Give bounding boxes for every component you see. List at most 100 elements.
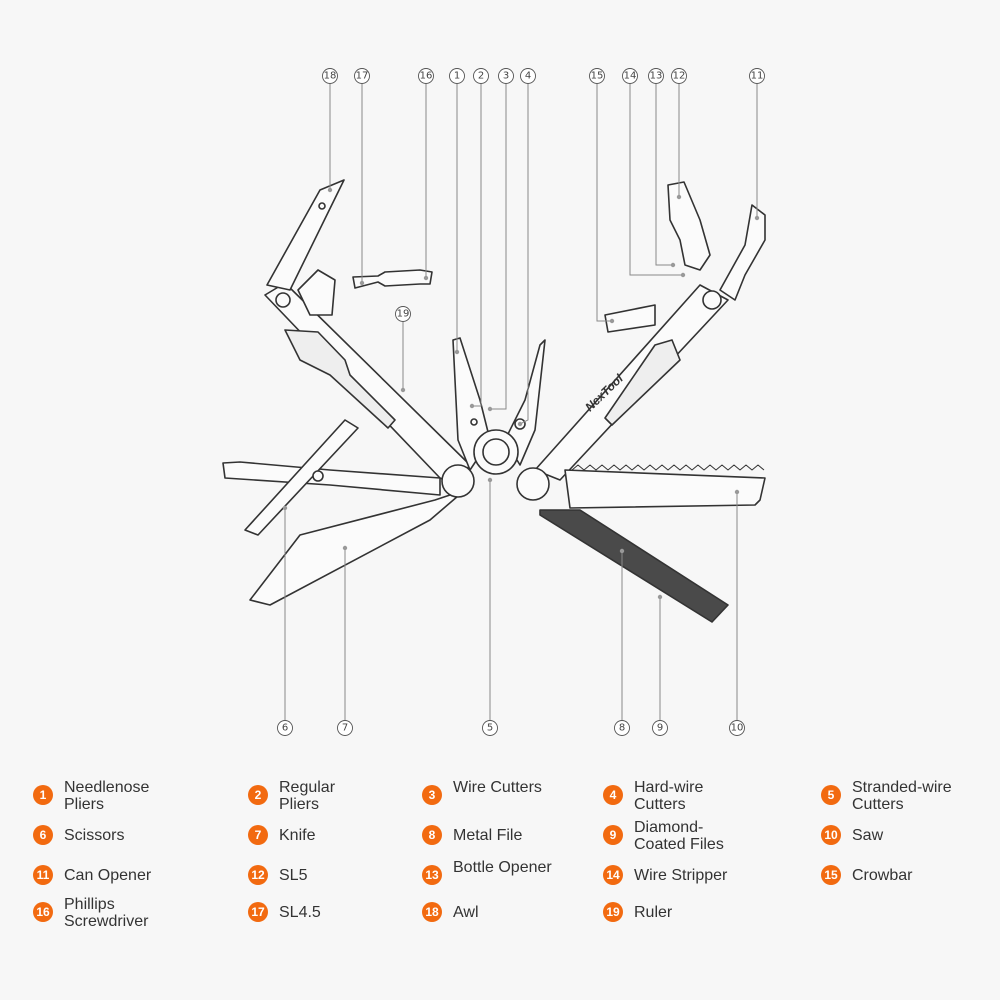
number-badge: 14 [603, 865, 623, 885]
callout-19: 19 [395, 306, 411, 322]
number-badge: 9 [603, 825, 623, 845]
right-handle-inlay [604, 339, 681, 426]
legend-label: Hard-wire Cutters [634, 779, 704, 813]
number-badge: 2 [248, 785, 268, 805]
awl-tool [266, 179, 345, 291]
number-badge: 7 [248, 825, 268, 845]
legend-label: Crowbar [852, 867, 913, 884]
legend-label: SL4.5 [279, 904, 321, 921]
anchor-dot-2 [469, 403, 475, 409]
callout-number: 17 [356, 71, 369, 82]
callout-number: 18 [324, 71, 337, 82]
callout-number: 10 [731, 723, 744, 734]
legend-item: 13 Bottle Opener [422, 859, 553, 885]
number-badge: 12 [248, 865, 268, 885]
legend-item: 12 SL5 [248, 859, 459, 885]
anchor-dot-17 [359, 280, 365, 286]
legend-item: 11 Can Opener [33, 859, 244, 885]
callout-number: 19 [397, 309, 410, 320]
anchor-dot-3 [487, 406, 493, 412]
legend-label: Phillips Screwdriver [64, 896, 149, 930]
anchor-dot-18 [327, 187, 333, 193]
callout-10: 10 [729, 720, 745, 736]
legend-item: 19 Ruler [603, 896, 814, 922]
number-badge: 5 [821, 785, 841, 805]
screwdriver-bit [352, 269, 433, 289]
number-badge: 4 [603, 785, 623, 805]
anchor-dot-19 [400, 387, 406, 393]
legend-label: Can Opener [64, 867, 152, 884]
scissors [222, 461, 441, 496]
anchor-dot-16 [423, 275, 429, 281]
legend-item: 3 Wire Cutters [422, 779, 553, 805]
legend-item: 9 Diamond-Coated Files [603, 819, 729, 853]
legend-label: Diamond-Coated Files [634, 819, 724, 853]
anchor-dot-13 [670, 262, 676, 268]
legend-label: Wire Cutters [453, 779, 542, 796]
anchor-dot-7 [342, 545, 348, 551]
callout-number: 3 [503, 71, 509, 82]
callout-18: 18 [322, 68, 338, 84]
saw-blade [564, 469, 766, 509]
anchor-dot-4 [517, 421, 523, 427]
legend-item: 6 Scissors [33, 819, 244, 845]
legend-label: Scissors [64, 827, 125, 844]
number-badge: 10 [821, 825, 841, 845]
leader-lines [282, 84, 760, 720]
callout-number: 1 [454, 71, 460, 82]
legend-label: Ruler [634, 904, 673, 921]
number-badge: 17 [248, 902, 268, 922]
number-badge: 6 [33, 825, 53, 845]
legend-item: 4 Hard-wire Cutters [603, 779, 744, 813]
anchor-dot-12 [676, 194, 682, 200]
callout-number: 5 [487, 723, 493, 734]
anchor-dot-6 [282, 505, 288, 511]
callout-9: 9 [652, 720, 668, 736]
legend-item: 10 Saw [821, 819, 1000, 845]
callout-1: 1 [449, 68, 465, 84]
callout-17: 17 [354, 68, 370, 84]
callout-number: 13 [650, 71, 663, 82]
callout-12: 12 [671, 68, 687, 84]
callout-number: 8 [619, 723, 625, 734]
number-badge: 16 [33, 902, 53, 922]
multitool-drawing: NexTool [222, 179, 766, 623]
callout-14: 14 [622, 68, 638, 84]
callout-number: 12 [673, 71, 686, 82]
anchor-dot-10 [734, 489, 740, 495]
legend-label: Wire Stripper [634, 867, 728, 884]
number-badge: 8 [422, 825, 442, 845]
callout-number: 2 [478, 71, 484, 82]
callout-3: 3 [498, 68, 514, 84]
number-badge: 19 [603, 902, 623, 922]
leader-line-2 [472, 84, 482, 407]
anchor-dot-1 [454, 349, 460, 355]
number-badge: 13 [422, 865, 442, 885]
legend-label: Bottle Opener [453, 859, 552, 876]
anchor-dot-5 [487, 477, 493, 483]
callout-number: 4 [525, 71, 531, 82]
left-handle [264, 282, 471, 486]
callout-number: 11 [751, 71, 764, 82]
number-badge: 11 [33, 865, 53, 885]
callout-11: 11 [749, 68, 765, 84]
number-badge: 3 [422, 785, 442, 805]
callout-number: 15 [591, 71, 604, 82]
leader-line-4 [519, 84, 529, 425]
legend-label: Awl [453, 904, 479, 921]
leader-line-15 [596, 84, 612, 322]
legend-label: Saw [852, 827, 884, 844]
anchor-dot-9 [657, 594, 663, 600]
anchor-dot-15 [609, 318, 615, 324]
legend-label: SL5 [279, 867, 308, 884]
callout-7: 7 [337, 720, 353, 736]
callout-5: 5 [482, 720, 498, 736]
callout-number: 7 [342, 723, 348, 734]
